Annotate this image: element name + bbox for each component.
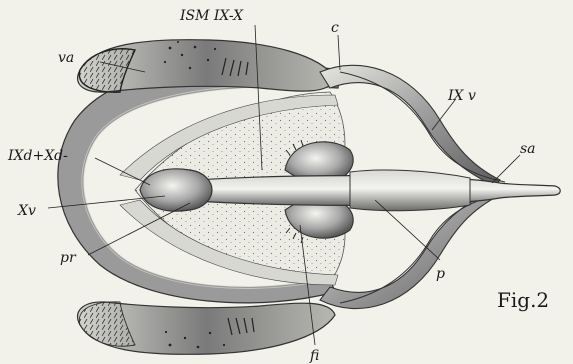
label-ism: ISM IX-X: [179, 8, 244, 24]
label-ixv: IX v: [447, 88, 476, 104]
label-va: va: [58, 50, 74, 66]
label-pr: pr: [60, 250, 77, 266]
proximal-bulb-pr: [140, 169, 212, 211]
label-p: p: [436, 266, 445, 282]
label-ixd-xd: IXd+Xd-: [7, 148, 68, 164]
label-xv: Xv: [17, 203, 36, 219]
figure-number: Fig.2: [497, 288, 549, 312]
label-c: c: [331, 20, 339, 36]
label-fi: fi: [309, 348, 319, 364]
label-sa: sa: [520, 141, 536, 157]
lower-valva: [78, 302, 335, 354]
